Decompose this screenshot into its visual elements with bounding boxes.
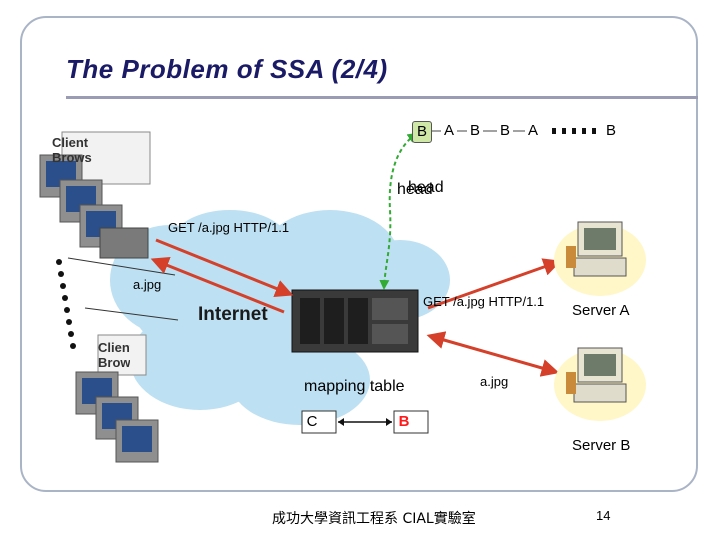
- packet-0: B: [412, 121, 432, 143]
- slide-frame: [20, 16, 698, 492]
- packet-1: A: [443, 122, 454, 139]
- response-arrow-client: [150, 256, 285, 314]
- request-label-client: GET /a.jpg HTTP/1.1: [168, 220, 290, 235]
- response-arrow-server: [426, 331, 560, 377]
- request-arrow-server: [427, 258, 562, 310]
- server-a-label: Server A: [572, 302, 630, 319]
- response-label-client: a.jpg: [133, 277, 162, 292]
- client-label-bottom: Client Browser: [98, 340, 130, 374]
- client-link-bottom: [84, 307, 179, 321]
- head-label-1: head: [397, 181, 433, 198]
- slide-title: The Problem of SSA (2/4): [66, 54, 388, 84]
- server-a-computer: [554, 221, 646, 296]
- packet-3: B: [499, 122, 510, 139]
- client-dots: [56, 259, 76, 349]
- mapping-arrowheads: [338, 418, 392, 426]
- footer-text: 成功大學資訊工程系 CIAL實驗室: [272, 511, 476, 527]
- client-computers-top: [39, 131, 151, 259]
- map-key-text: C: [306, 413, 318, 430]
- server-b-computer: [554, 347, 646, 421]
- request-label-server: GET /a.jpg HTTP/1.1: [423, 294, 545, 309]
- packet-5: B: [605, 122, 616, 139]
- title-underline: [66, 96, 698, 99]
- internet-label: Internet: [198, 304, 268, 325]
- map-key-cell: [301, 410, 337, 434]
- request-arrow-client: [155, 238, 294, 297]
- client-label-top-text: Client Browser: [52, 135, 92, 165]
- page-number: 14: [596, 508, 611, 523]
- packet-4: A: [527, 122, 538, 139]
- mapping-table-label: mapping table: [304, 378, 405, 395]
- web-switch-server: [291, 289, 419, 353]
- response-label-server: a.jpg: [480, 374, 509, 389]
- packet-queue-dots: [552, 128, 596, 134]
- head-label-2: head: [408, 179, 444, 196]
- green-flow-arrow: [379, 132, 418, 290]
- client-label-bottom-text: Client Browser: [98, 340, 130, 370]
- map-value-cell: [393, 410, 429, 434]
- client-computers-bottom: [75, 334, 159, 463]
- server-b-label: Server B: [572, 437, 631, 454]
- packet-2: B: [469, 122, 480, 139]
- client-label-top: Client Browser: [52, 135, 92, 169]
- map-value-text: B: [398, 413, 410, 430]
